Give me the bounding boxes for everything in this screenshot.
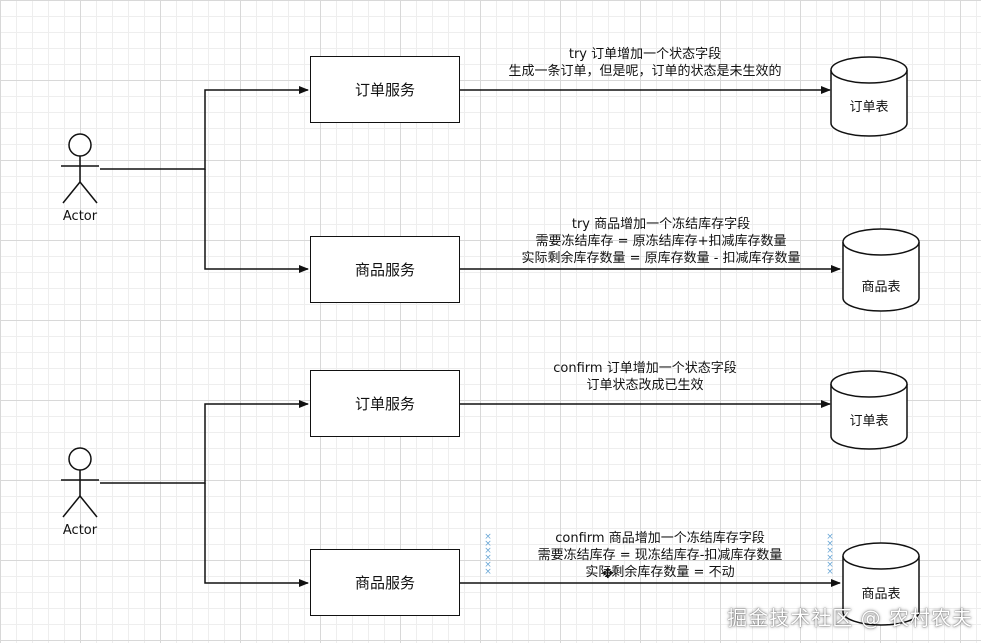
note-line: confirm 商品增加一个冻结库存字段 xyxy=(555,531,765,546)
selection-handle-marks: ×××××× xyxy=(484,532,492,577)
note-line: try 订单增加一个状态字段 xyxy=(568,47,722,62)
confirm-product-note: confirm 商品增加一个冻结库存字段 需要冻结库存 = 现冻结库存-扣减库存… xyxy=(538,530,783,581)
connector xyxy=(100,86,841,273)
database-label: 订单表 xyxy=(849,414,889,429)
database-cylinder xyxy=(842,542,920,626)
try-product-note: try 商品增加一个冻结库存字段 需要冻结库存 = 原冻结库存+扣减库存数量 实… xyxy=(521,216,800,267)
note-line: 需要冻结库存 = 现冻结库存-扣减库存数量 xyxy=(537,548,783,563)
actor-figure xyxy=(61,133,99,204)
selection-handle-marks: ×××××× xyxy=(826,532,834,577)
database-label: 商品表 xyxy=(861,587,901,602)
product-service-label: 商品服务 xyxy=(354,261,415,279)
database-label: 订单表 xyxy=(849,100,889,115)
note-line: 实际剩余库存数量 = 不动 xyxy=(585,565,735,580)
actor-label: Actor xyxy=(62,523,98,538)
database-label: 商品表 xyxy=(861,280,901,295)
connector xyxy=(100,400,841,587)
product-service-box[interactable]: 商品服务 xyxy=(310,549,460,616)
database-cylinder xyxy=(830,56,908,137)
order-service-label: 订单服务 xyxy=(354,81,415,99)
move-cursor-icon: ✥ xyxy=(602,566,614,582)
order-service-box[interactable]: 订单服务 xyxy=(310,56,460,123)
note-line: 实际剩余库存数量 = 原库存数量 - 扣减库存数量 xyxy=(521,251,801,266)
order-service-label: 订单服务 xyxy=(354,395,415,413)
note-line: 需要冻结库存 = 原冻结库存+扣减库存数量 xyxy=(535,234,787,249)
database-cylinder xyxy=(830,370,908,450)
actor-figure xyxy=(61,447,99,518)
product-service-box[interactable]: 商品服务 xyxy=(310,236,460,303)
note-line: 订单状态改成已生效 xyxy=(586,378,704,393)
note-line: try 商品增加一个冻结库存字段 xyxy=(571,217,751,232)
watermark: 掘金技术社区 @ 农村农夫 xyxy=(727,606,973,630)
confirm-order-note: confirm 订单增加一个状态字段 订单状态改成已生效 xyxy=(553,360,736,394)
actor-label: Actor xyxy=(62,209,98,224)
try-order-note: try 订单增加一个状态字段 生成一条订单，但是呢，订单的状态是未生效的 xyxy=(508,46,781,80)
product-service-label: 商品服务 xyxy=(354,574,415,592)
database-cylinder xyxy=(842,228,920,312)
order-service-box[interactable]: 订单服务 xyxy=(310,370,460,437)
note-line: 生成一条订单，但是呢，订单的状态是未生效的 xyxy=(508,64,782,79)
note-line: confirm 订单增加一个状态字段 xyxy=(553,361,737,376)
